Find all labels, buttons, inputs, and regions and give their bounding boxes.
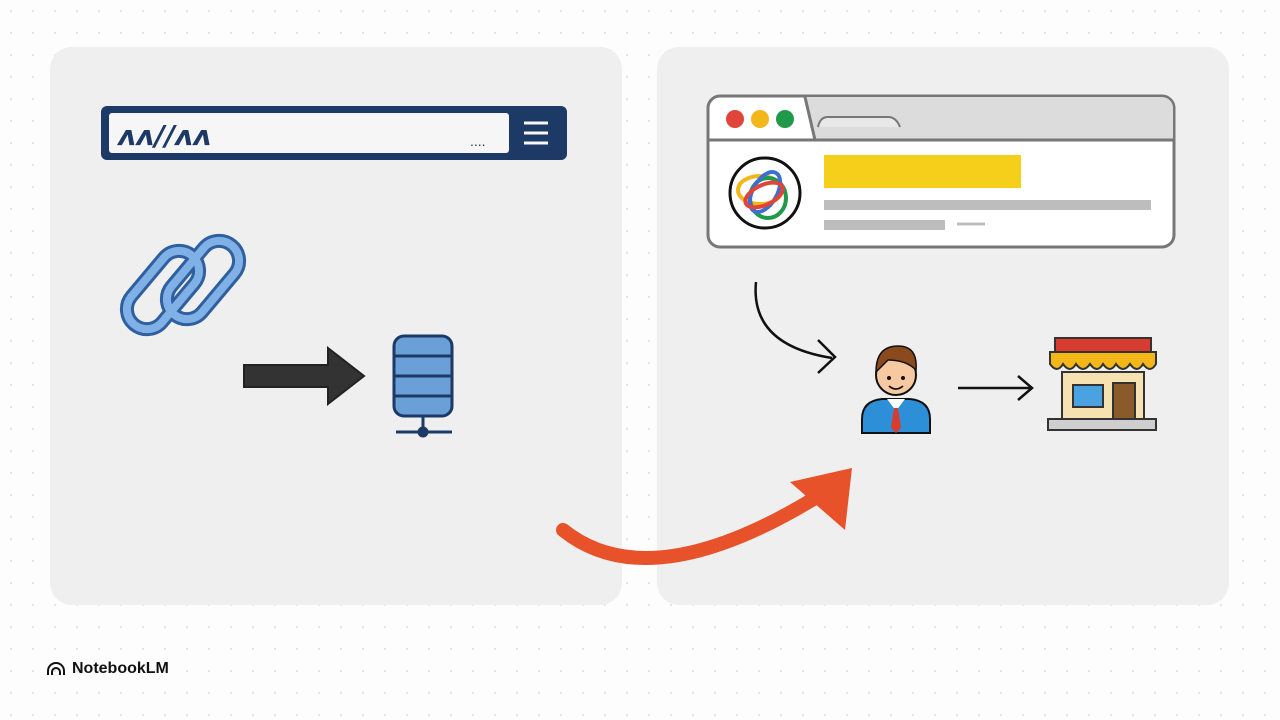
person-avatar-icon <box>861 345 931 434</box>
url-bar: ʌʌ//ʌʌ .... <box>101 106 567 160</box>
url-dots: .... <box>470 133 486 149</box>
curved-orange-arrow <box>556 468 852 565</box>
scribble-text: ʌʌ//ʌʌ <box>116 119 211 152</box>
tangled-logo-icon <box>728 156 802 230</box>
link-chain-icon <box>119 233 247 337</box>
database-server-icon <box>392 334 454 438</box>
notebooklm-logo-icon <box>47 662 65 675</box>
curved-black-arrow <box>754 281 837 374</box>
title-placeholder <box>824 155 1021 188</box>
arrow-to-shop <box>958 375 1034 401</box>
minimize-dot-icon <box>751 110 769 128</box>
browser-window <box>706 94 1176 249</box>
notebooklm-brand: NotebookLM <box>46 660 169 678</box>
close-dot-icon <box>726 110 744 128</box>
text-line-placeholder <box>824 220 945 230</box>
maximize-dot-icon <box>776 110 794 128</box>
storefront-icon <box>1047 337 1157 431</box>
menu-icon <box>524 121 548 145</box>
right-arrow-icon <box>243 345 366 407</box>
brand-name: NotebookLM <box>72 660 169 677</box>
text-line-placeholder <box>824 200 1151 210</box>
